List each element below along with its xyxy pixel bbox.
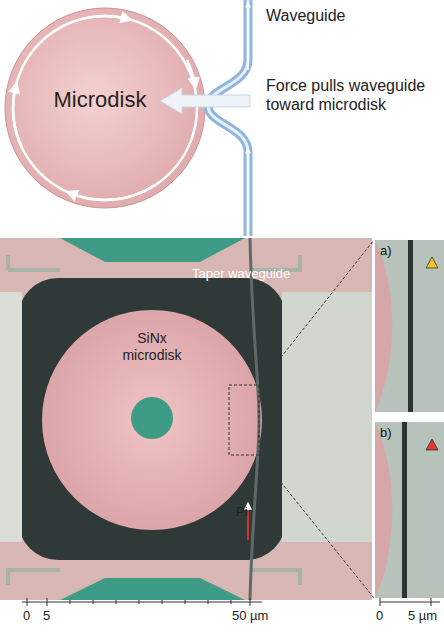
part-name: Taper waveguide (192, 266, 290, 282)
panel-letter: b) (380, 425, 392, 441)
scale-number: 5 µm (408, 608, 437, 624)
force-note: Force pulls waveguide toward microdisk (266, 76, 426, 114)
scale-number: 0 (376, 608, 383, 624)
microdisk-circle: Microdisk (48, 83, 153, 117)
scale-number: 5 (43, 608, 50, 624)
scale-number: 0 (23, 608, 30, 624)
waveguide-label: Waveguide (266, 6, 345, 25)
panel-letter: a) (380, 243, 392, 259)
signal-name: Pi (236, 504, 248, 520)
node-label: Microdisk (54, 87, 147, 113)
part-name: SiNx microdisk (112, 330, 192, 364)
scale-number: 50 µm (232, 608, 268, 624)
